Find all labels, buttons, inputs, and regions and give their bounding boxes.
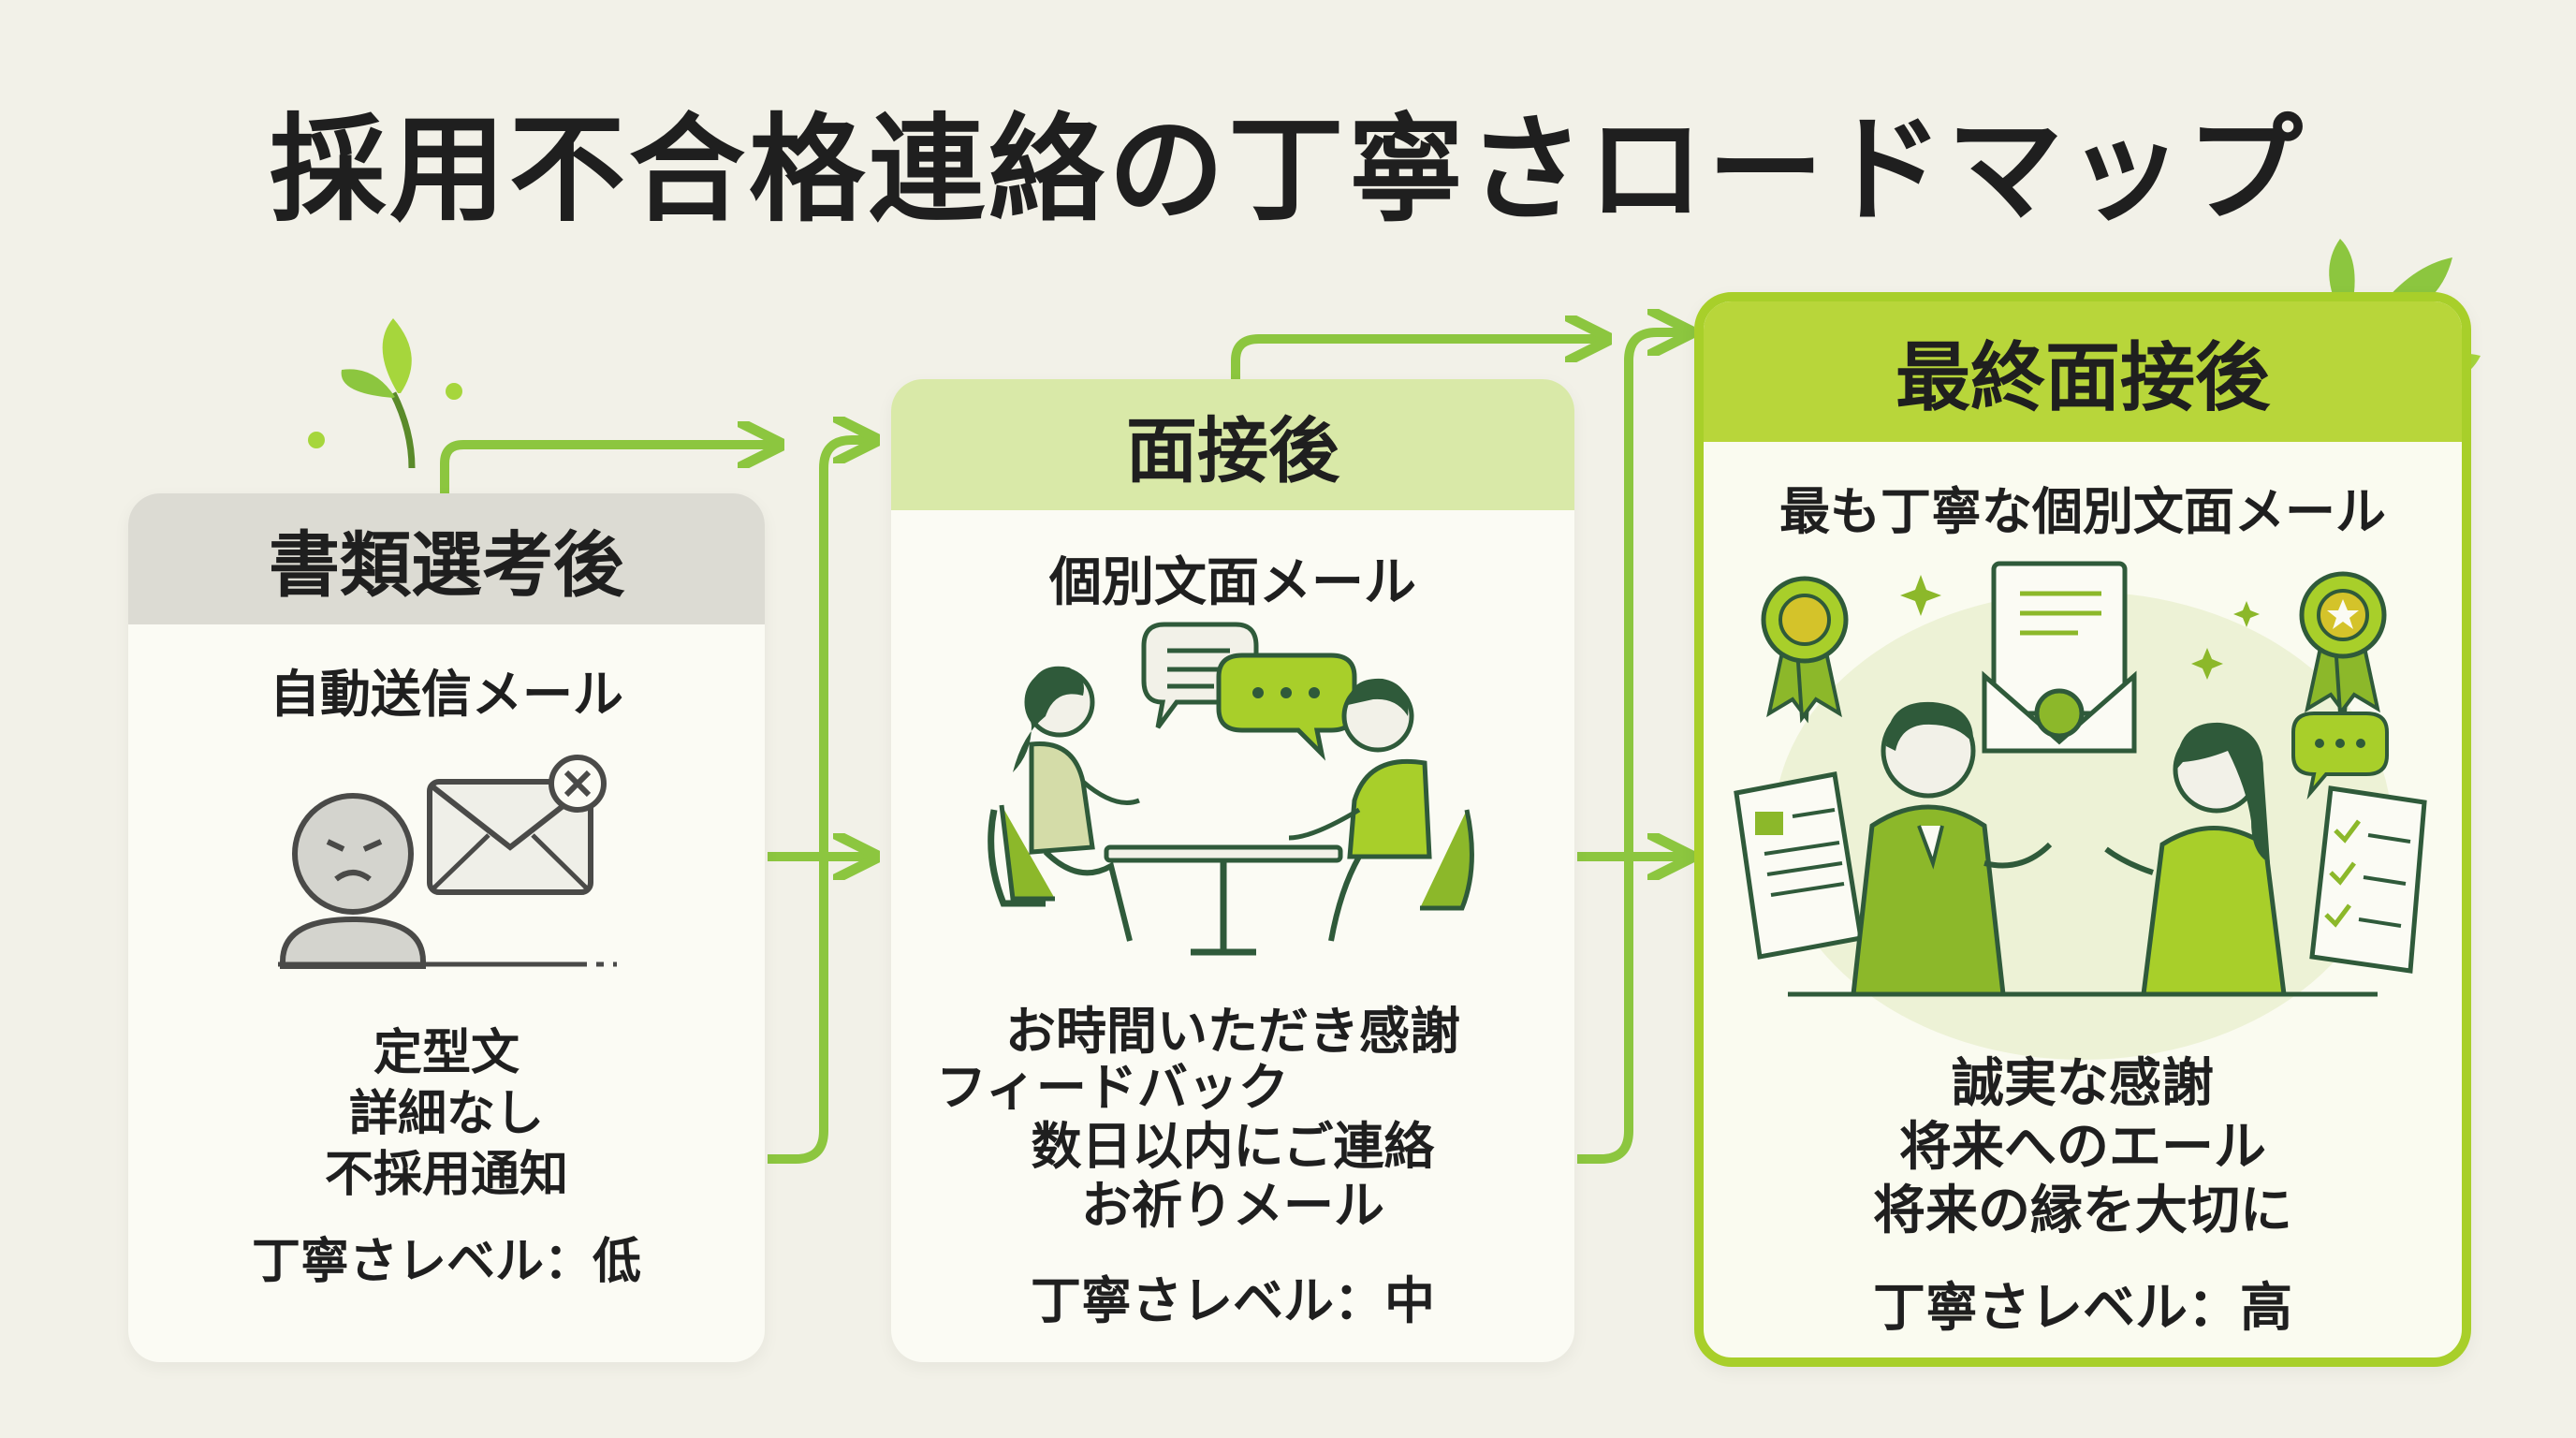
envelope-x-icon — [427, 755, 607, 895]
stage-title: 面接後 — [891, 379, 1574, 510]
rejection-illustration — [278, 755, 617, 969]
sparkle-icon — [1900, 575, 2260, 680]
certificate-envelope-icon — [1982, 561, 2137, 754]
top-arrow-2 — [1231, 339, 1603, 379]
stage-point: 将来へのエール — [1899, 1117, 2266, 1178]
award-ribbon-icon — [2299, 571, 2387, 719]
politeness-level: 丁寧さレベル：高 — [1873, 1278, 2292, 1339]
politeness-level: 丁寧さレベル：低 — [251, 1234, 641, 1290]
sad-person-icon — [280, 793, 426, 969]
interviewer-man-icon — [1851, 701, 2053, 997]
stage-card-final-interview: 最終面接後 最も丁寧な個別文面メール — [1694, 292, 2471, 1367]
stage-point: 詳細なし — [348, 1086, 544, 1142]
stage-point: お時間いただき感謝 — [1005, 1002, 1460, 1061]
document-icon — [2309, 785, 2427, 974]
interviewer-woman-icon — [988, 666, 1140, 942]
speech-bubble-icon — [2291, 712, 2389, 800]
stage-card-document-screening: 書類選考後 自動送信メール 定型文 詳細なし 不採用通知 丁寧さレベル：低 — [128, 493, 765, 1362]
stage-point: 将来の縁を大切に — [1873, 1181, 2292, 1241]
stage-point: 定型文 — [373, 1025, 520, 1081]
stage-method: 個別文面メール — [1049, 552, 1416, 613]
stage-point: 誠実な感謝 — [1952, 1053, 2214, 1114]
table-icon — [1104, 844, 1343, 956]
stage-point: 数日以内にご連絡 — [1031, 1117, 1435, 1176]
candidate-woman-icon — [2104, 722, 2287, 997]
rise-arrow-2 — [1577, 332, 1685, 1164]
interview-illustration — [988, 622, 1474, 956]
stage-point: 不採用通知 — [324, 1147, 568, 1203]
stage-card-interview: 面接後 個別文面メール — [891, 379, 1574, 1362]
stage-title: 最終面接後 — [1704, 301, 2462, 442]
final-interview-illustration — [1734, 561, 2427, 1060]
top-arrow-1 — [440, 445, 775, 496]
stage-point: お祈りメール — [1081, 1176, 1384, 1235]
stage-title: 書類選考後 — [128, 493, 765, 624]
candidate-man-icon — [1288, 678, 1474, 942]
stage-method: 自動送信メール — [270, 665, 623, 724]
politeness-level: 丁寧さレベル：中 — [1031, 1271, 1435, 1330]
award-ribbon-icon — [1761, 576, 1849, 724]
rise-arrow-1 — [768, 440, 871, 1164]
speech-bubble-icon — [1141, 622, 1357, 761]
page-title: 採用不合格連絡の丁寧さロードマップ — [269, 103, 2306, 238]
stage-method: 最も丁寧な個別文面メール — [1779, 482, 2386, 541]
stage-point: フィードバック — [936, 1058, 1289, 1117]
leaf-sprout-icon — [308, 318, 462, 469]
